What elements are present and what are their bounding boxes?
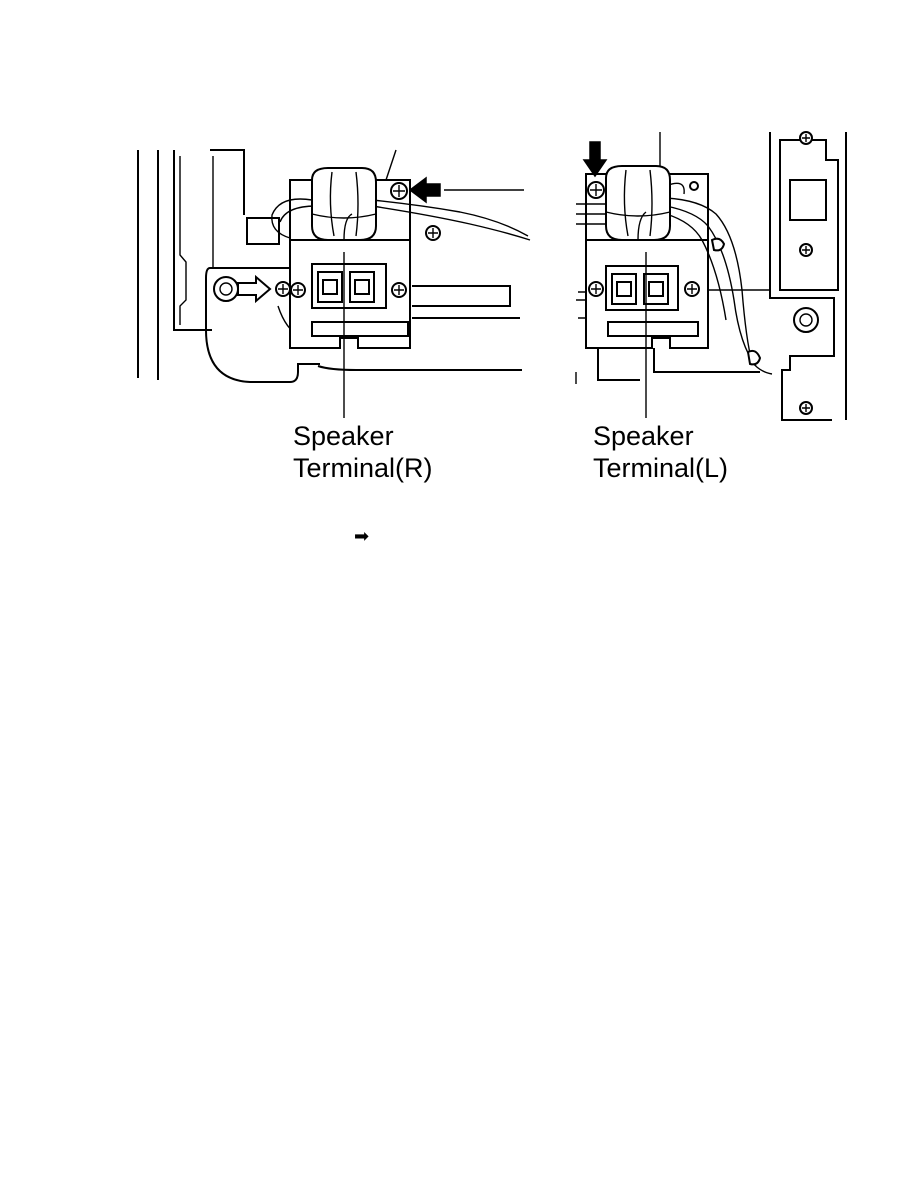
pointer-arrow-icon (584, 142, 606, 176)
screw-icon (276, 282, 290, 296)
speaker-terminal-r-label: Speaker Terminal(R) (293, 420, 433, 484)
screw-icon (589, 282, 603, 296)
screw-icon (685, 282, 699, 296)
speaker-terminal-l-label: Speaker Terminal(L) (593, 420, 728, 484)
label-line-2: Terminal(L) (593, 452, 728, 484)
screw-icon (588, 182, 604, 198)
right-arrow-icon: ➡ (354, 526, 369, 546)
label-line-1: Speaker (293, 420, 433, 452)
pointer-arrow-icon (410, 178, 440, 202)
left-terminal-illustration (576, 132, 846, 420)
label-line-2: Terminal(R) (293, 452, 433, 484)
screw-icon (291, 283, 305, 297)
ferrite-core (312, 168, 376, 240)
screw-icon (800, 132, 812, 144)
screw-icon (426, 226, 440, 240)
ferrite-core (606, 166, 670, 240)
screw-icon (391, 183, 407, 199)
label-line-1: Speaker (593, 420, 728, 452)
screw-icon (800, 244, 812, 256)
right-terminal-illustration (138, 150, 530, 418)
speaker-terminal-diagram (0, 0, 918, 560)
diagram-canvas (0, 0, 918, 560)
screw-icon (392, 283, 406, 297)
screw-icon (800, 402, 812, 414)
